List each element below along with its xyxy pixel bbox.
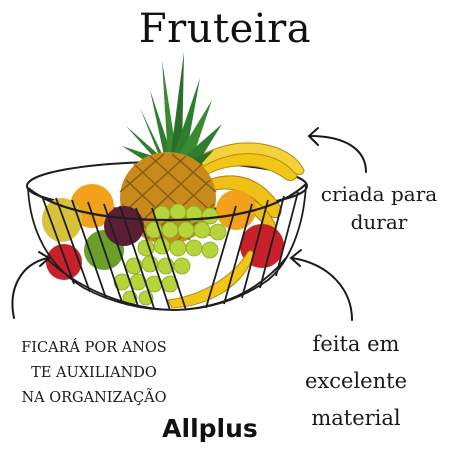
curved-arrow-icon — [307, 127, 367, 173]
caption-bottom-right-line-1: feita em — [312, 332, 400, 356]
orange — [216, 190, 256, 230]
caption-right-line-1: criada para — [320, 182, 438, 206]
caption-left-line-1: FICARÁ POR ANOS — [21, 340, 167, 356]
apple-yellow — [42, 198, 82, 242]
caption-right-line-2: durar — [350, 210, 408, 234]
caption-left: FICARÁ POR ANOS TE AUXILIANDO NA ORGANIZ… — [2, 336, 186, 411]
caption-bottom-right-line-2: excelente — [305, 369, 407, 393]
basket-wires — [27, 183, 307, 311]
caption-left-line-3: NA ORGANIZAÇÃO — [21, 390, 167, 406]
apple-red-left — [46, 244, 82, 280]
brand-name: Allplus — [162, 414, 258, 443]
page-title: Fruteira — [138, 6, 312, 52]
caption-left-line-2: TE AUXILIANDO — [31, 365, 157, 381]
curved-arrow-icon — [11, 251, 51, 319]
caption-right: criada para durar — [304, 180, 450, 236]
caption-bottom-right-line-3: material — [311, 406, 401, 430]
caption-bottom-right: feita em excelente material — [292, 326, 420, 437]
curved-arrow-icon — [289, 249, 353, 321]
